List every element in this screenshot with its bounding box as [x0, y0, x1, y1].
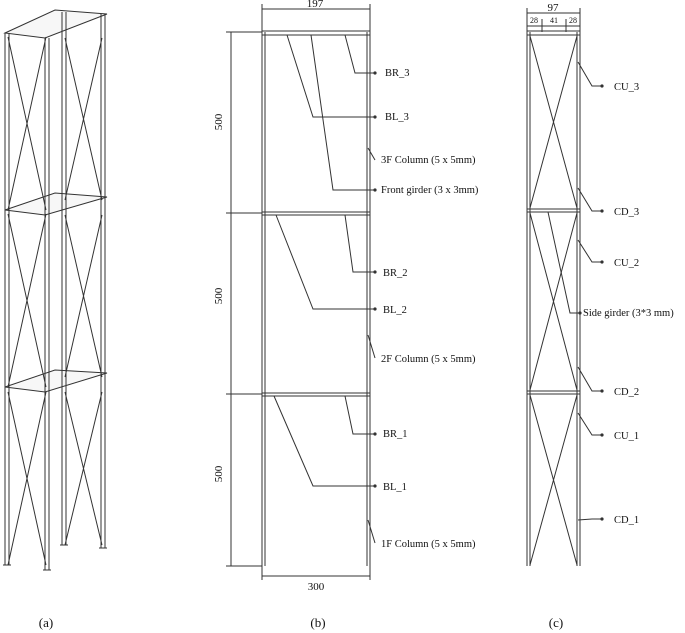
c-sub-width-left: 28: [530, 16, 538, 25]
label-br-1: BR_1: [383, 429, 408, 440]
label-front-girder: Front girder (3 x 3mm): [381, 185, 479, 196]
panel-c-leader-dots: [578, 84, 604, 521]
panel-b-front-elevation: [226, 4, 376, 580]
c-sub-width-middle: 41: [550, 16, 558, 25]
b-story-height-1: 500: [213, 465, 225, 482]
panel-a-isometric-frame: [3, 9, 108, 571]
label-bl-1: BL_1: [383, 482, 407, 493]
b-width-bottom: 300: [308, 581, 325, 593]
label-side-girder: Side girder (3*3 mm): [583, 308, 674, 319]
panel-c-side-elevation: [526, 8, 602, 566]
b-story-height-2: 500: [213, 287, 225, 304]
label-cd-1: CD_1: [614, 515, 639, 526]
caption-a: (a): [39, 615, 53, 630]
caption-c: (c): [549, 615, 563, 630]
panel-b-leader-dots: [373, 71, 377, 488]
c-sub-width-right: 28: [569, 16, 577, 25]
label-bl-2: BL_2: [383, 305, 407, 316]
label-3f-column: 3F Column (5 x 5mm): [381, 155, 476, 166]
label-cd-2: CD_2: [614, 387, 639, 398]
label-br-3: BR_3: [385, 68, 410, 79]
label-cu-1: CU_1: [614, 431, 639, 442]
caption-b: (b): [310, 615, 325, 630]
label-2f-column: 2F Column (5 x 5mm): [381, 354, 476, 365]
label-cu-2: CU_2: [614, 258, 639, 269]
label-cu-3: CU_3: [614, 82, 639, 93]
b-story-height-3: 500: [213, 113, 225, 130]
label-1f-column: 1F Column (5 x 5mm): [381, 539, 476, 550]
label-cd-3: CD_3: [614, 207, 639, 218]
label-br-2: BR_2: [383, 268, 408, 279]
label-bl-3: BL_3: [385, 112, 409, 123]
b-width-top: 197: [307, 0, 324, 10]
c-width-total: 97: [548, 2, 560, 14]
